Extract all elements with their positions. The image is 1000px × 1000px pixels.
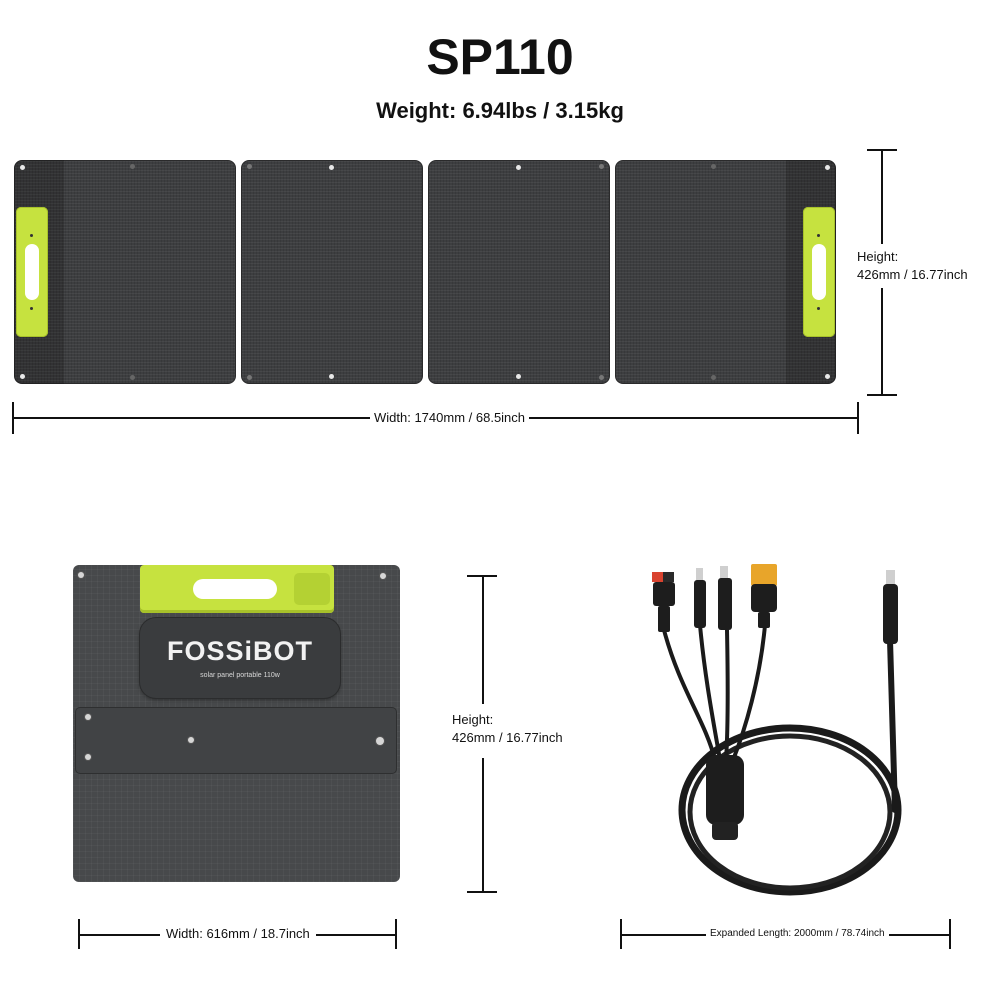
carry-handle-right (803, 207, 835, 337)
corner-rivet (78, 572, 84, 578)
height-label-value: 426mm / 16.77inch (857, 267, 968, 282)
carry-handle (140, 565, 334, 613)
mount-hole (20, 165, 25, 170)
xt60-yellow (751, 564, 777, 586)
flap-rivet (85, 714, 91, 720)
handle-slot (193, 579, 277, 599)
height-dimension-line (482, 576, 484, 704)
height-label-title: Height: (452, 712, 494, 727)
mount-hole (130, 164, 135, 169)
screw (30, 307, 33, 310)
mount-hole (711, 375, 716, 380)
mount-hole (329, 165, 334, 170)
panel-flap (76, 708, 396, 773)
mount-hole (516, 374, 521, 379)
screw (817, 307, 820, 310)
height-label-title: Height: (857, 249, 899, 264)
panel-segment (428, 160, 610, 384)
carry-handle-left (16, 207, 48, 337)
dimension-cap (949, 919, 951, 949)
dimension-cap (867, 394, 897, 396)
handle-slot (812, 244, 826, 300)
product-title: SP110 (426, 29, 574, 85)
accessory-pouch: FOSSiBOT solar panel portable 110w (140, 618, 340, 698)
anderson-red (652, 572, 663, 582)
height-label-bottom: Height: 426mm / 16.77inch (452, 711, 563, 747)
extension-cable (652, 564, 902, 896)
handle-slot (25, 244, 39, 300)
mount-hole (711, 164, 716, 169)
corner-rivet (380, 573, 386, 579)
mount-hole (329, 374, 334, 379)
height-dimension-line (482, 758, 484, 892)
mount-hole (516, 165, 521, 170)
width-label-top: Width: 1740mm / 68.5inch (370, 410, 530, 425)
mount-hole (599, 375, 604, 380)
flap-rivet (376, 737, 384, 745)
handle-cap (294, 573, 330, 605)
panel-segment (241, 160, 423, 384)
mount-hole (247, 164, 252, 169)
height-label-value: 426mm / 16.77inch (452, 730, 563, 745)
dimension-cap (395, 919, 397, 949)
dimension-cap (467, 891, 497, 893)
screw (30, 234, 33, 237)
mount-hole (825, 374, 830, 379)
panel-segment (615, 160, 836, 384)
mount-hole (130, 375, 135, 380)
height-label-top: Height: 426mm / 16.77inch (857, 248, 968, 284)
unfolded-solar-panel (14, 160, 836, 384)
mount-hole (599, 164, 604, 169)
brand-subtitle: solar panel portable 110w (200, 672, 280, 679)
height-dimension-line (881, 288, 883, 395)
panel-segment (14, 160, 236, 384)
height-dimension-line (881, 150, 883, 244)
weight-label: Weight: 6.94lbs / 3.15kg (376, 98, 624, 123)
flap-rivet (188, 737, 194, 743)
flap-rivet (85, 754, 91, 760)
mount-hole (247, 375, 252, 380)
dimension-cap (857, 402, 859, 434)
cable-length-label: Expanded Length: 2000mm / 78.74inch (706, 928, 889, 939)
mount-hole (20, 374, 25, 379)
splitter-hub (706, 755, 744, 825)
screw (817, 234, 820, 237)
brand-logo: FOSSiBOT (166, 636, 313, 666)
mount-hole (825, 165, 830, 170)
folded-solar-panel: FOSSiBOT solar panel portable 110w (73, 565, 400, 882)
width-label-bottom: Width: 616mm / 18.7inch (160, 926, 316, 941)
